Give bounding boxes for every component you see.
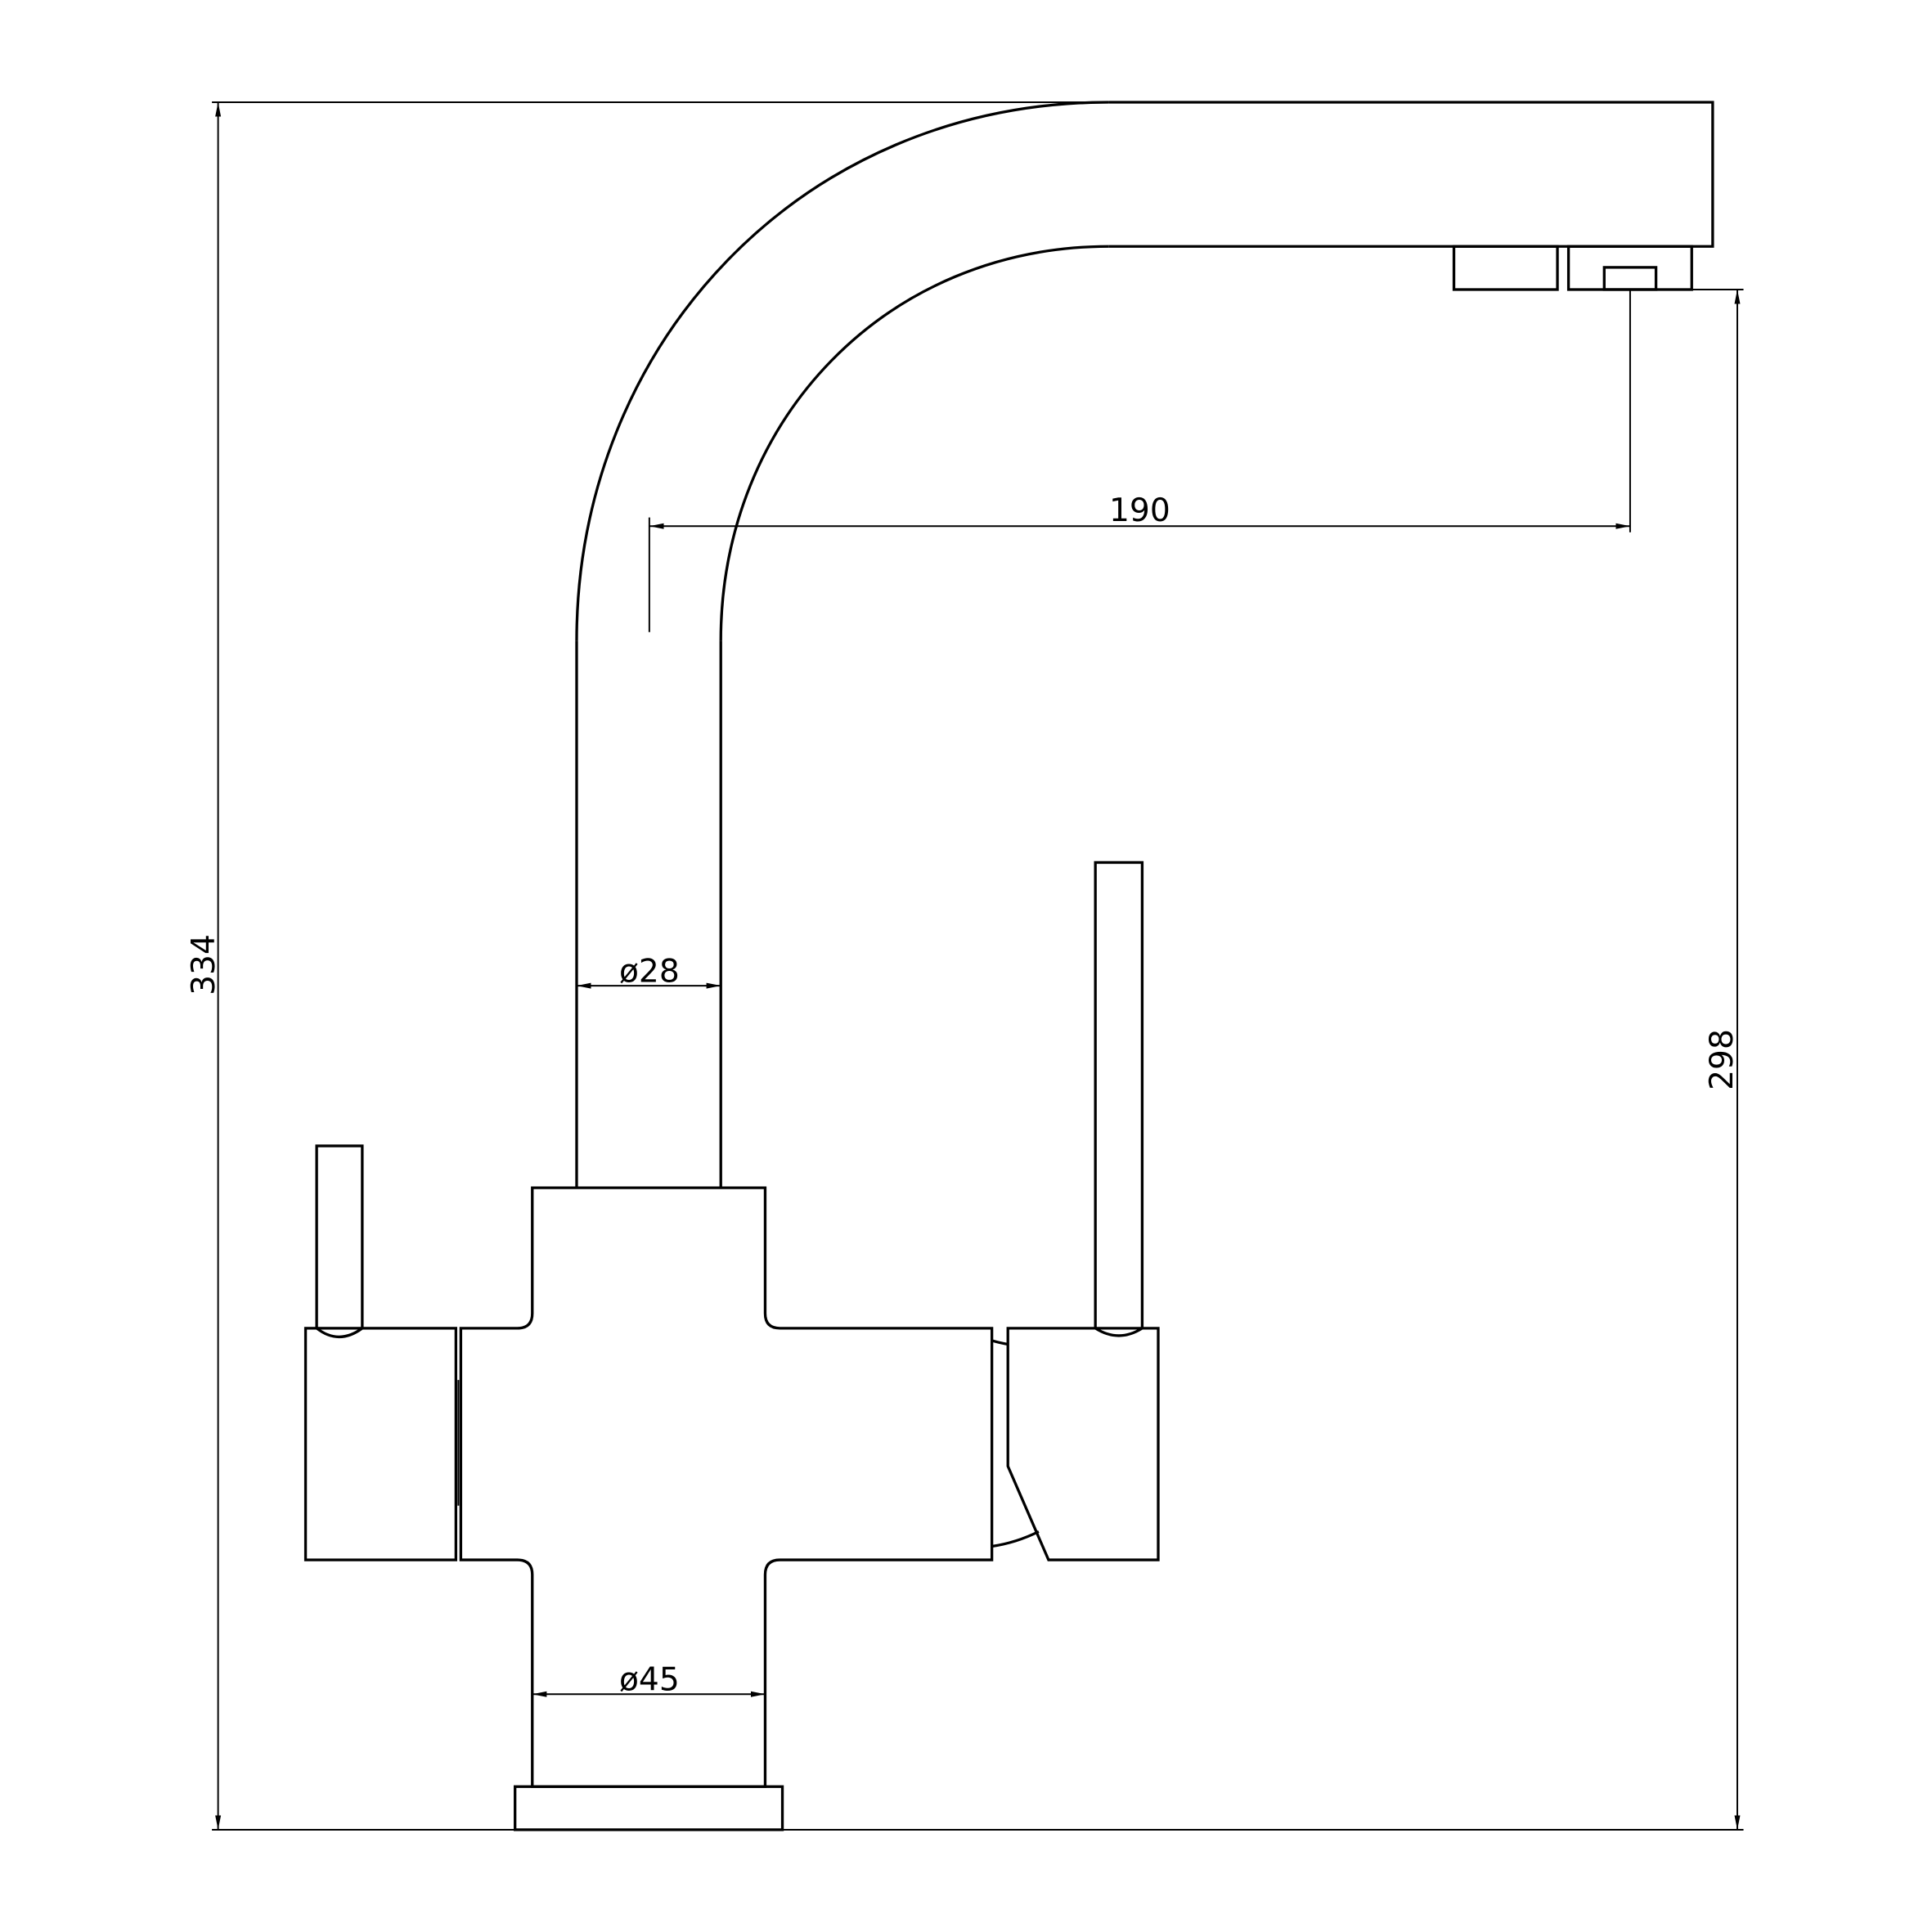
dimension-label-d45: ø45: [619, 1662, 680, 1699]
dimension-label-190: 190: [1109, 492, 1170, 529]
left-handle: [303, 1144, 460, 1561]
faucet-body: [459, 1186, 994, 1788]
spout: [575, 101, 1714, 1188]
faucet-base: [514, 1785, 784, 1831]
dimension-spout-reach: 190: [648, 289, 1631, 632]
dimension-label-298: 298: [1704, 1029, 1741, 1090]
dimension-base-diameter: ø45: [532, 1662, 766, 1699]
right-handle: [991, 860, 1160, 1561]
dimension-label-d28: ø28: [619, 954, 680, 991]
dimension-label-334: 334: [186, 934, 222, 995]
spout-nozzles: [1452, 245, 1693, 291]
dimension-spout-height: 298: [1692, 289, 1744, 1830]
dimension-total-height: 334: [186, 101, 1744, 1831]
dimension-stem-diameter: ø28: [576, 954, 721, 991]
